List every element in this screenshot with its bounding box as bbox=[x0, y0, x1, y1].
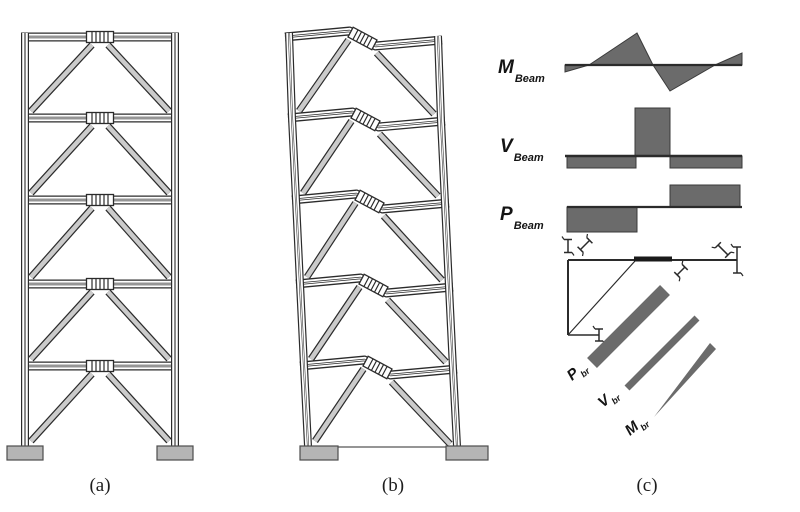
beam-midspan-connection bbox=[85, 193, 115, 207]
caption-b: (b) bbox=[382, 475, 404, 496]
section-symbol bbox=[730, 243, 744, 277]
beam-midspan-connection bbox=[85, 359, 115, 373]
label-p-br: Pbr bbox=[564, 358, 593, 387]
section-symbol bbox=[577, 233, 593, 257]
beam-midspan-connection bbox=[85, 277, 115, 291]
moment-diagram-area bbox=[652, 64, 717, 92]
caption-c: (c) bbox=[636, 475, 657, 496]
moment-diagram-area bbox=[587, 32, 654, 66]
section-symbol bbox=[673, 260, 689, 282]
foundation-block bbox=[156, 445, 194, 461]
shear-diagram-block bbox=[566, 155, 637, 169]
label-m-br-main: M bbox=[622, 418, 643, 439]
axial-diagram-block bbox=[566, 206, 638, 233]
foundation-block bbox=[299, 445, 339, 461]
force-diagrams bbox=[561, 32, 744, 417]
label-m-beam: MBeam bbox=[498, 57, 545, 85]
brace-force-band bbox=[587, 285, 670, 368]
label-v-br: Vbr bbox=[595, 385, 624, 414]
section-symbol bbox=[561, 236, 575, 256]
label-v-beam-sub: Beam bbox=[514, 152, 544, 164]
foundation-block bbox=[6, 445, 44, 461]
label-m-beam-main: M bbox=[498, 57, 515, 78]
beam-midspan-connection bbox=[354, 189, 385, 214]
label-p-beam: PBeam bbox=[500, 204, 544, 232]
label-m-beam-sub: Beam bbox=[515, 73, 545, 85]
shear-diagram-block bbox=[669, 155, 743, 169]
beam-midspan-connection bbox=[85, 111, 115, 125]
beam-midspan-connection bbox=[358, 273, 389, 298]
beam-midspan-connection bbox=[85, 30, 115, 44]
label-p-beam-main: P bbox=[500, 204, 513, 225]
section-symbol bbox=[711, 241, 735, 259]
beam-midspan-connection bbox=[350, 107, 381, 132]
foundation-block bbox=[445, 445, 489, 461]
label-v-beam-main: V bbox=[500, 136, 514, 157]
brace-force-band bbox=[624, 315, 700, 391]
axial-diagram-block bbox=[669, 184, 741, 208]
beam-midspan-connection bbox=[362, 355, 393, 380]
sketch-line bbox=[567, 260, 636, 336]
shear-diagram-block bbox=[634, 107, 671, 157]
braced-frame-undeformed bbox=[6, 30, 194, 461]
brace-force-band-tapered bbox=[654, 343, 716, 417]
label-m-br: Mbr bbox=[622, 411, 652, 441]
braced-frame-deformed bbox=[284, 26, 489, 461]
caption-a: (a) bbox=[89, 475, 110, 496]
beam-midspan-connection bbox=[347, 26, 378, 51]
label-p-beam-sub: Beam bbox=[514, 220, 544, 232]
section-symbol bbox=[592, 325, 606, 345]
label-v-beam: VBeam bbox=[500, 136, 544, 164]
moment-diagram-area bbox=[714, 52, 743, 66]
